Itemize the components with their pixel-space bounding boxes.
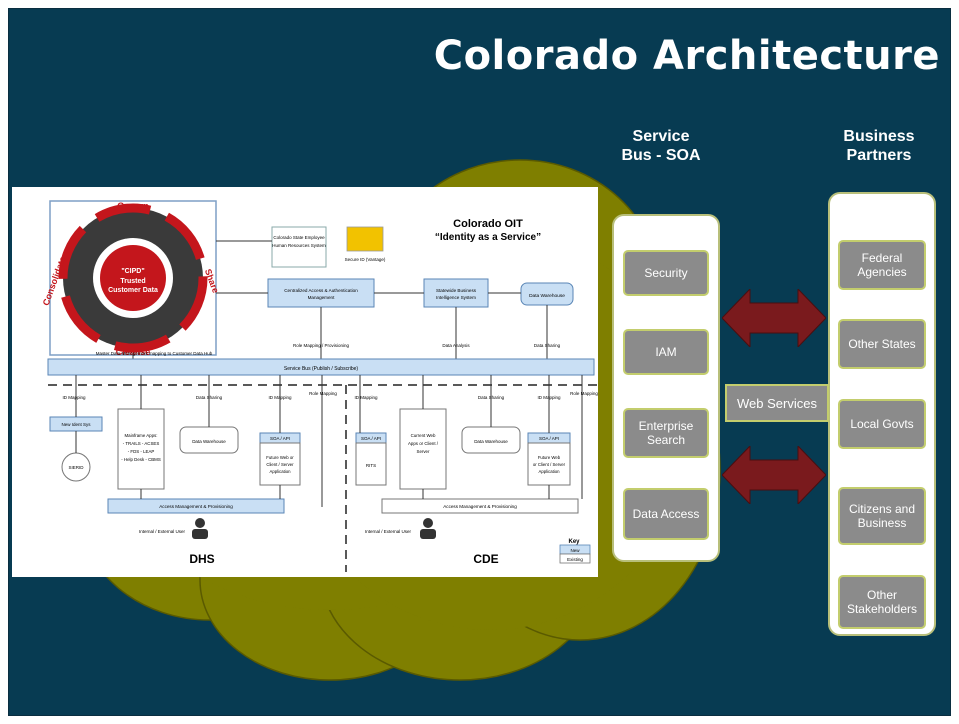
cde-data-sharing-label: Data Sharing: [478, 395, 505, 400]
cde-label: CDE: [473, 552, 498, 566]
business-partners-heading: Business Partners: [818, 127, 940, 165]
service-item-data-access: Data Access: [623, 488, 709, 540]
cde-rits-label: RITS: [366, 463, 376, 468]
employee-system-label-2: Human Resources System: [272, 243, 326, 248]
wheel-center-label: "CIPD": [121, 268, 144, 275]
cde-current-label: Current Web: [411, 433, 436, 438]
data-warehouse-label: Data Warehouse: [529, 293, 565, 299]
dhs-future-label-2: Client / Server: [266, 462, 294, 467]
dhs-soa-label: SOA / API: [270, 436, 290, 441]
cde-id-mapping-2-label: ID Mapping: [537, 395, 561, 400]
service-bus-heading: Service Bus - SOA: [606, 127, 716, 165]
master-data-label: Master Data Management mapping to Custom…: [96, 351, 213, 356]
business-partners-heading-line1: Business: [843, 128, 915, 145]
key-label: Key: [568, 539, 580, 545]
dhs-dw-label: Data Warehouse: [192, 439, 226, 444]
double-arrow-top-icon: [722, 289, 826, 347]
partner-item-citizens-business: Citizens and Business: [838, 487, 926, 545]
cde-current-label-2: Apps or Client /: [408, 441, 439, 446]
wheel-label-govern: Govern: [117, 201, 149, 211]
cde-user-label: Internal / External User: [365, 529, 412, 534]
wheel-center-sublabel: Trusted: [120, 278, 145, 285]
business-partners-heading-line2: Partners: [846, 147, 912, 164]
cde-soa-1-label: SOA / API: [361, 436, 381, 441]
central-access-label: Centralized Access & Authentication: [284, 288, 358, 293]
dhs-mainframe-label-3: - FDS - LEAP: [128, 449, 155, 454]
key-new-label: New: [570, 548, 580, 553]
central-access-label-2: Management: [308, 295, 336, 300]
service-bus-heading-line2: Bus - SOA: [621, 147, 701, 164]
key-existing-label: Existing: [567, 557, 583, 562]
dhs-mainframe-label-2: - TRAILS - ACSES: [123, 441, 160, 446]
role-mapping-label: Role Mapping / Provisioning: [293, 343, 350, 348]
dhs-future-label: Future Web or: [266, 455, 294, 460]
wheel-center-sublabel-2: Customer Data: [108, 287, 158, 294]
dhs-id-mapping-2-label: ID Mapping: [268, 395, 292, 400]
cde-access-label: Access Management & Provisioning: [443, 504, 517, 509]
dhs-user-label: Internal / External User: [139, 529, 186, 534]
cde-future-label-2: or Client / Server: [533, 462, 566, 467]
service-bus-label: Service Bus (Publish / Subscribe): [284, 366, 359, 372]
dhs-data-sharing-label: Data Sharing: [196, 395, 223, 400]
secure-id-label: Secure ID (Vantage): [345, 257, 386, 262]
service-bus-heading-line1: Service: [632, 128, 690, 145]
dhs-mainframe-label: Mainframe Apps:: [125, 433, 158, 438]
cde-soa-2-label: SOA / API: [539, 436, 559, 441]
cde-dw-label: Data Warehouse: [474, 439, 508, 444]
double-arrow-bottom-icon: [722, 446, 826, 504]
dhs-access-label: Access Management & Provisioning: [159, 504, 233, 509]
cde-future-label-3: Application: [538, 469, 560, 474]
bi-system-label-2: Intelligence System: [436, 295, 476, 300]
dhs-label: DHS: [189, 552, 214, 566]
diagram-title: Colorado OIT: [453, 218, 523, 230]
slide-title: Colorado Architecture: [433, 33, 940, 79]
cde-current-label-3: Server: [417, 449, 430, 454]
partner-item-other-states: Other States: [838, 319, 926, 369]
partner-item-other-stakeholders: Other Stakeholders: [838, 575, 926, 629]
partner-item-local-govts: Local Govts: [838, 399, 926, 449]
service-item-enterprise-search: Enterprise Search: [623, 408, 709, 458]
partner-item-federal-agencies: Federal Agencies: [838, 240, 926, 290]
data-analysis-label: Data Analysis: [442, 343, 470, 348]
dhs-role-label: Role Mapping: [309, 391, 337, 396]
service-item-security: Security: [623, 250, 709, 296]
identity-service-diagram: "CIPD" Trusted Customer Data Govern Clea…: [12, 187, 598, 577]
diagram-subtitle: “Identity as a Service”: [435, 232, 541, 243]
service-item-iam: IAM: [623, 329, 709, 375]
data-sharing-label: Data Sharing: [534, 343, 561, 348]
dhs-mainframe-label-4: - Help Desk - CBMS: [121, 457, 161, 462]
dhs-sierid-label: SIERID: [68, 465, 84, 470]
dhs-future-label-3: Application: [269, 469, 291, 474]
dhs-id-mapping-label: ID Mapping: [62, 395, 86, 400]
bi-system-label: Statewide Business: [436, 288, 477, 293]
cde-role-label: Role Mapping: [570, 391, 598, 396]
employee-system-label: Colorado State Employee: [273, 235, 325, 240]
web-services-label: Web Services: [725, 384, 829, 422]
dhs-new-system-label: New Ident Sys: [61, 422, 91, 427]
cde-future-label: Future Web: [538, 455, 561, 460]
wheel-label-cleanse: Cleanse: [116, 347, 151, 357]
cde-id-mapping-label: ID Mapping: [354, 395, 378, 400]
